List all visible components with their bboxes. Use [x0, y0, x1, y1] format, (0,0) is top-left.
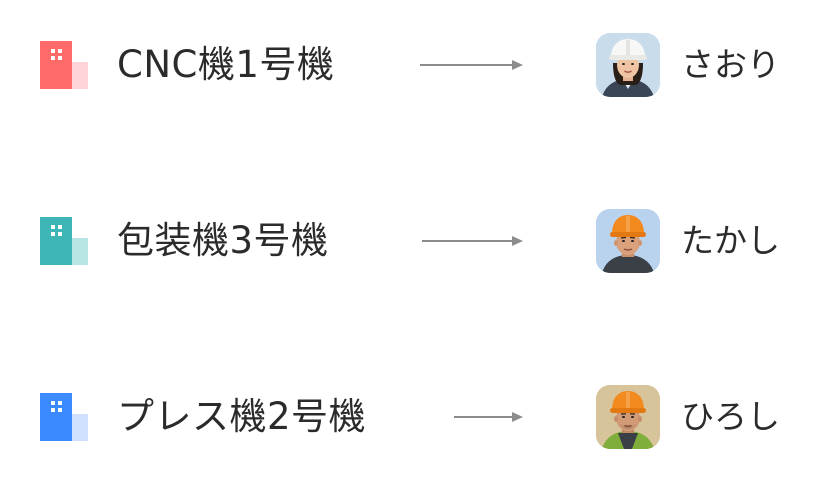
person-name: ひろし [681, 397, 780, 436]
worker-orange-helmet-avatar [596, 385, 660, 449]
person-name: さおり [681, 45, 780, 84]
building-icon [40, 393, 88, 441]
person-name: たかし [681, 221, 780, 260]
worker-white-helmet-avatar [596, 33, 660, 97]
machine-label: CNC機1号機 [117, 43, 335, 86]
assignment-row: CNC機1号機 さおり [0, 33, 840, 97]
worker-orange-helmet-avatar [596, 209, 660, 273]
arrow-right-icon [454, 412, 523, 422]
machine-label: プレス機2号機 [117, 395, 367, 438]
building-icon [40, 41, 88, 89]
assignment-row: 包装機3号機 たかし [0, 209, 840, 273]
arrow-right-icon [422, 236, 523, 246]
arrow-right-icon [420, 60, 523, 70]
assignment-row: プレス機2号機 [0, 385, 840, 449]
machine-label: 包装機3号機 [117, 219, 329, 262]
building-icon [40, 217, 88, 265]
